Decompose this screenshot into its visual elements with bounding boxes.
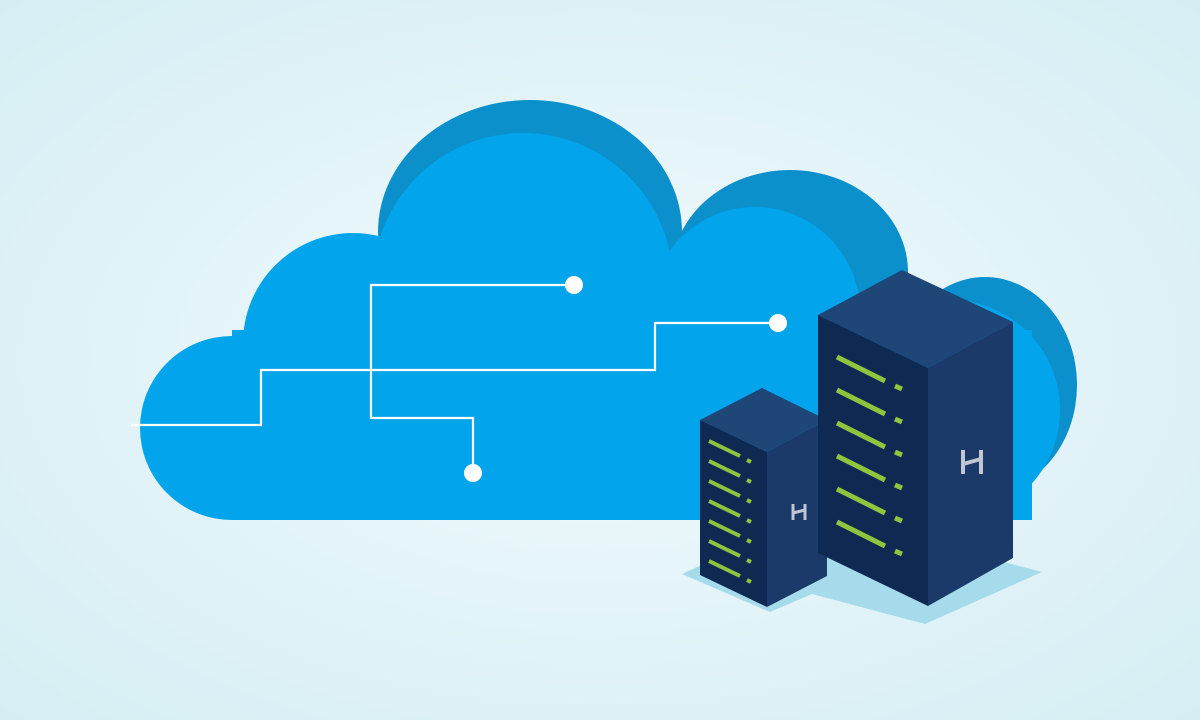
circuit-node [769, 314, 787, 332]
circuit-nodes [464, 276, 787, 482]
server-leds [708, 439, 752, 584]
server-top [818, 270, 1013, 368]
circuit-line-top [369, 283, 574, 473]
circuit-node [565, 276, 583, 294]
server-top [700, 388, 827, 452]
server-side [928, 322, 1013, 606]
server-leds [835, 354, 903, 557]
circuit-lines [131, 283, 778, 473]
circuit-line-bottom [131, 321, 778, 427]
server-tower-icon [818, 270, 1013, 606]
circuit-node [464, 464, 482, 482]
h-logo-icon [791, 504, 807, 520]
h-logo-icon [961, 450, 983, 474]
server-tower-icon [700, 388, 827, 607]
